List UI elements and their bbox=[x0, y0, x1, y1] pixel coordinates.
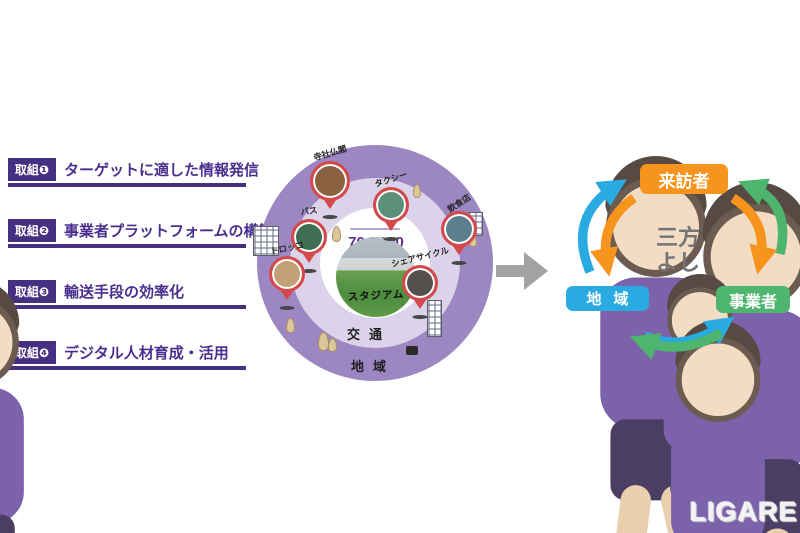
pin-shadow bbox=[412, 315, 428, 319]
initiative-underline-2 bbox=[8, 244, 246, 248]
pin-taxi: タクシー bbox=[373, 169, 409, 241]
sanpo-line-2: よし bbox=[655, 249, 700, 275]
building-icon bbox=[427, 300, 442, 337]
initiative-underline-3 bbox=[8, 305, 246, 309]
tree-icon bbox=[328, 338, 337, 352]
initiative-title-2: 事業者プラットフォームの構築 bbox=[64, 223, 274, 240]
arrow-business-to-visitor bbox=[738, 178, 788, 256]
sanpo-yoshi-text: 三方 よし bbox=[643, 225, 713, 275]
inner-ring-label: 交通 bbox=[347, 327, 392, 342]
pin-photo bbox=[373, 187, 409, 223]
ligare-watermark: LIGARE bbox=[690, 497, 799, 527]
initiative-title-3: 輸送手段の効率化 bbox=[64, 284, 185, 301]
initiative-badge-2: 取組❷ bbox=[8, 219, 56, 242]
initiative-title-4: デジタル人材育成・活用 bbox=[64, 345, 229, 362]
pin-shadow bbox=[383, 237, 399, 241]
person-pointing-icon bbox=[0, 279, 27, 533]
initiative-badge-4: 取組❹ bbox=[8, 341, 56, 364]
pin-shadow bbox=[301, 269, 317, 273]
tree-icon bbox=[332, 226, 341, 242]
initiative-badge-1: 取組❶ bbox=[8, 158, 56, 181]
node-visitor: 来訪者 bbox=[640, 164, 728, 194]
pin-temples: 寺社仏閣 bbox=[310, 144, 350, 219]
pin-shadow bbox=[322, 215, 338, 219]
person-walking-icon bbox=[597, 156, 734, 533]
sanpo-line-1: 三方 bbox=[655, 225, 700, 250]
pin-sharecycle: シェアサイクル bbox=[390, 245, 450, 319]
pin-label: バス bbox=[299, 204, 319, 218]
pin-photo bbox=[310, 161, 350, 201]
pin-photo bbox=[402, 265, 438, 301]
arrow-business-to-region bbox=[629, 328, 724, 360]
logo-fineprint-top bbox=[350, 228, 400, 230]
pin-torokko: トロッコ bbox=[269, 240, 305, 310]
tree-icon bbox=[413, 184, 421, 198]
flow-arrow-icon bbox=[496, 265, 524, 277]
initiative-badge-3: 取組❸ bbox=[8, 280, 56, 303]
arrow-region-to-visitor bbox=[578, 179, 627, 274]
pin-restaurants: 飲食店 bbox=[441, 192, 477, 265]
arrow-visitor-to-business bbox=[730, 193, 778, 275]
initiative-title-1: ターゲットに適した情報発信 bbox=[64, 162, 260, 179]
pin-shadow bbox=[451, 261, 467, 265]
tree-icon bbox=[286, 318, 295, 333]
pin-photo bbox=[441, 211, 477, 247]
pin-shadow bbox=[279, 306, 295, 310]
pin-bus: バス bbox=[291, 205, 327, 273]
flow-arrow-head-icon bbox=[524, 252, 548, 290]
initiative-underline-4 bbox=[8, 366, 246, 370]
pin-photo bbox=[291, 219, 327, 255]
pin-photo bbox=[269, 256, 305, 292]
node-region: 地域 bbox=[566, 286, 649, 311]
arrow-visitor-to-region bbox=[590, 194, 637, 277]
outer-ring-label: 地域 bbox=[351, 359, 396, 374]
building-icon bbox=[253, 226, 279, 256]
initiative-underline-1 bbox=[8, 183, 246, 187]
arrow-region-to-business bbox=[643, 316, 735, 347]
node-business: 事業者 bbox=[716, 286, 790, 313]
